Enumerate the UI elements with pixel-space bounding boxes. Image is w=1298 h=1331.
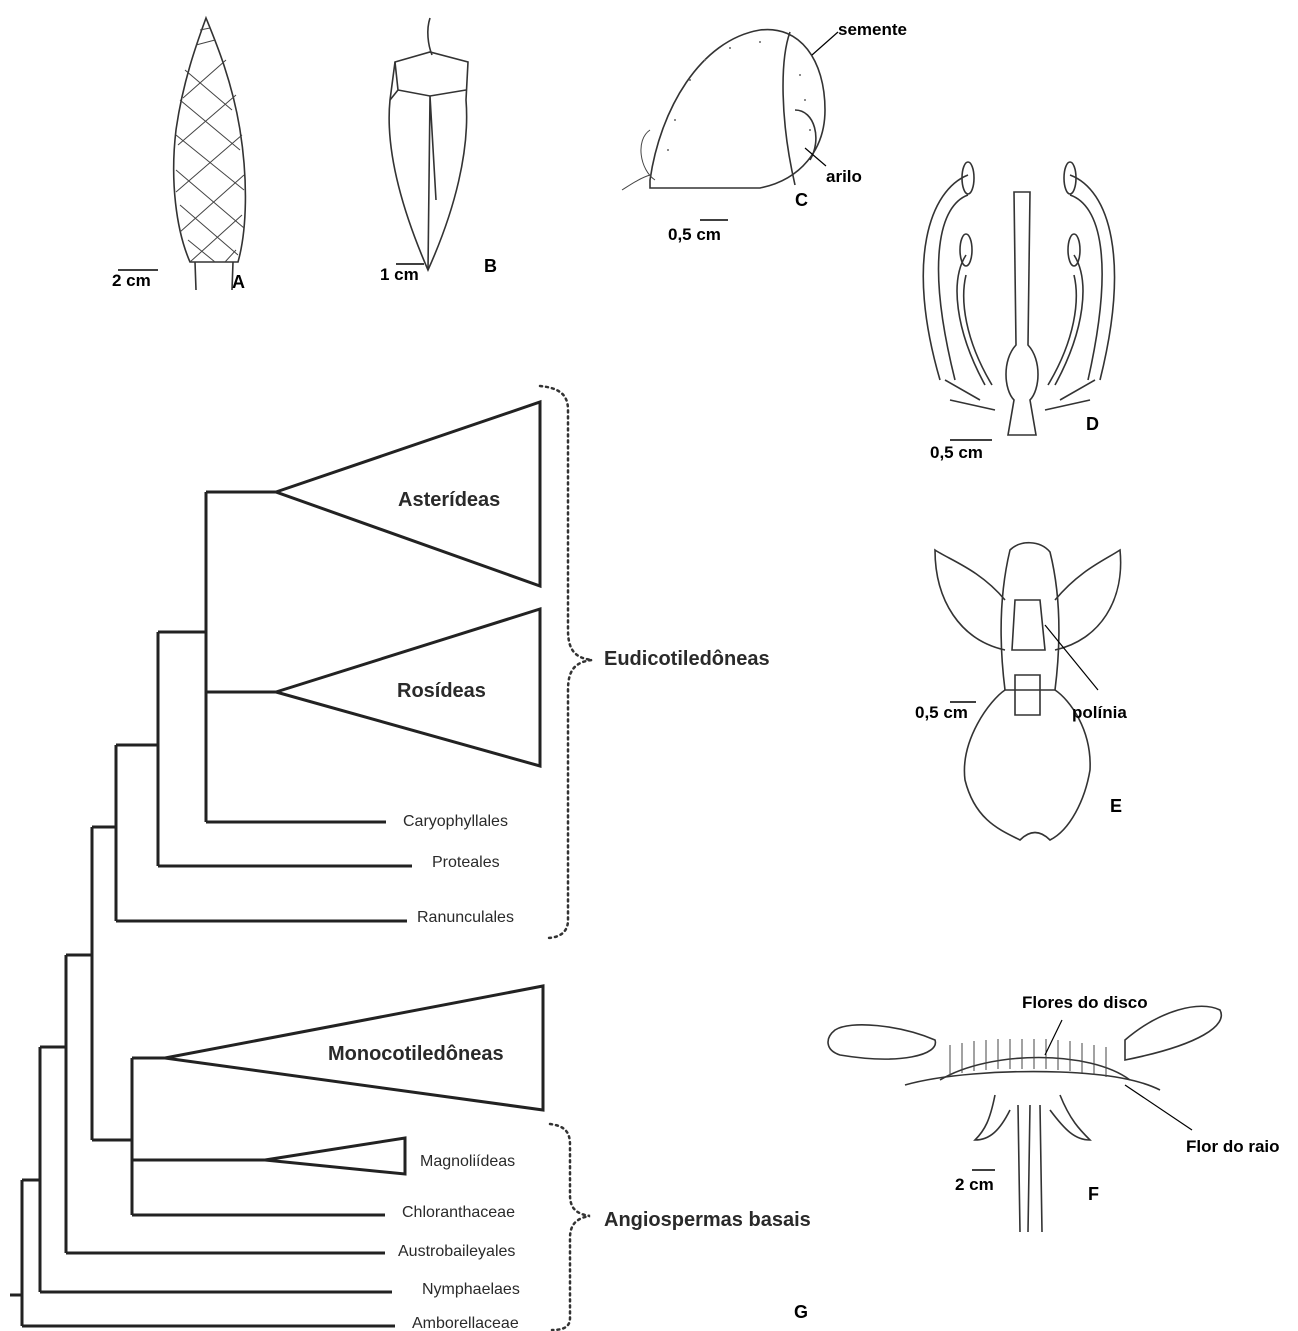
clade-rosids-label: Rosídeas [397,680,486,702]
panel-c-scale: 0,5 cm [668,225,721,244]
clade-proteales-label: Proteales [432,854,500,871]
panel-b-fruit-drawing [389,18,468,270]
panel-e-scale: 0,5 cm [915,703,968,722]
clade-austrobaileyales-label: Austrobaileyales [398,1243,515,1260]
clade-nymphaeales-label: Nymphaelaes [422,1281,520,1298]
basal-brace [550,1124,590,1330]
panel-c-seed-drawing [622,30,825,190]
panel-a-letter: A [232,272,245,292]
panel-d-flower-drawing [923,162,1114,435]
panel-b-letter: B [484,256,497,276]
panel-e-pollinia-label: polínia [1072,703,1127,722]
panel-e-letter: E [1110,796,1122,816]
panel-d-letter: D [1086,414,1099,434]
panel-b-scale: 1 cm [380,265,419,284]
panel-f-capitulum-drawing [828,1006,1221,1232]
clade-asterids-label: Asterídeas [398,489,500,511]
clade-caryophyllales-label: Caryophyllales [403,813,508,830]
magnoliids-triangle [265,1138,405,1174]
panel-f-disc-label: Flores do disco [1022,993,1148,1012]
panel-c-letter: C [795,190,808,210]
clade-magnoliids-label: Magnoliídeas [420,1153,515,1170]
panel-f-scale: 2 cm [955,1175,994,1194]
group-basal-label: Angiospermas basais [604,1209,811,1231]
clade-amborellaceae-label: Amborellaceae [412,1315,519,1331]
panel-e-orchid-drawing [935,543,1121,840]
panel-d-scale: 0,5 cm [930,443,983,462]
panel-f-letter: F [1088,1184,1099,1204]
group-eudicots-label: Eudicotiledôneas [604,648,770,670]
panel-f-ray-label: Flor do raio [1186,1137,1280,1156]
clade-monocots-label: Monocotiledôneas [328,1043,504,1065]
panel-a-cone-drawing [174,18,246,290]
panel-c-aril-label: arilo [826,167,862,186]
panel-c-seed-label: semente [838,20,907,39]
panel-a-scale: 2 cm [112,271,151,290]
clade-chloranthaceae-label: Chloranthaceae [402,1204,515,1221]
panel-g-letter: G [794,1302,808,1322]
clade-ranunculales-label: Ranunculales [417,909,514,926]
eudicots-brace [540,386,592,938]
